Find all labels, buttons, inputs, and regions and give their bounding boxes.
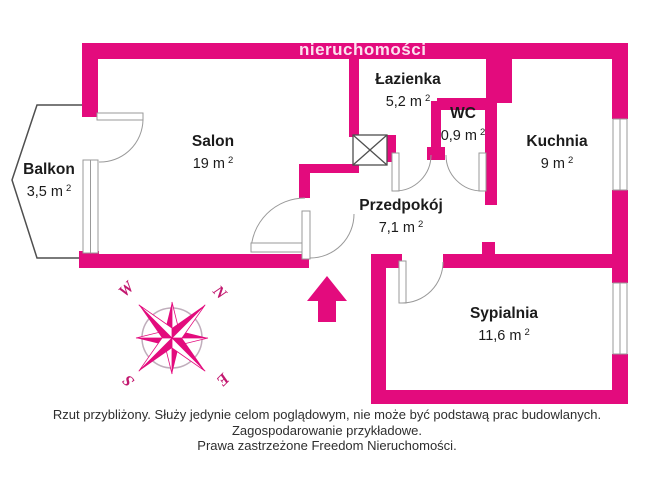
doors [96, 112, 487, 304]
window-salon [82, 159, 99, 254]
watermark: nieruchomości [299, 40, 427, 59]
door-balkon [96, 112, 144, 163]
door-wc [445, 152, 487, 192]
disclaimer-line: Zagospodarowanie przykładowe. [231, 422, 423, 438]
balcony-outline [11, 104, 82, 259]
disclaimer-line: Prawa zastrzeżone Freedom Nieruchomości. [197, 438, 457, 453]
door-salon [250, 197, 355, 260]
shaft-icon [352, 134, 388, 166]
window-kuchnia [612, 118, 628, 191]
windows [82, 118, 628, 355]
disclaimer-line: Rzut przybliżony. Służy jedynie celom po… [52, 407, 602, 422]
entrance-arrow-icon [307, 276, 347, 322]
door-sypialnia [398, 260, 444, 304]
door-lazienka [391, 152, 432, 192]
walls [79, 43, 628, 404]
compass-rose-icon [135, 301, 209, 375]
window-sypialnia [612, 282, 628, 355]
disclaimer: Rzut przybliżony. Służy jedynie celom po… [0, 407, 654, 454]
